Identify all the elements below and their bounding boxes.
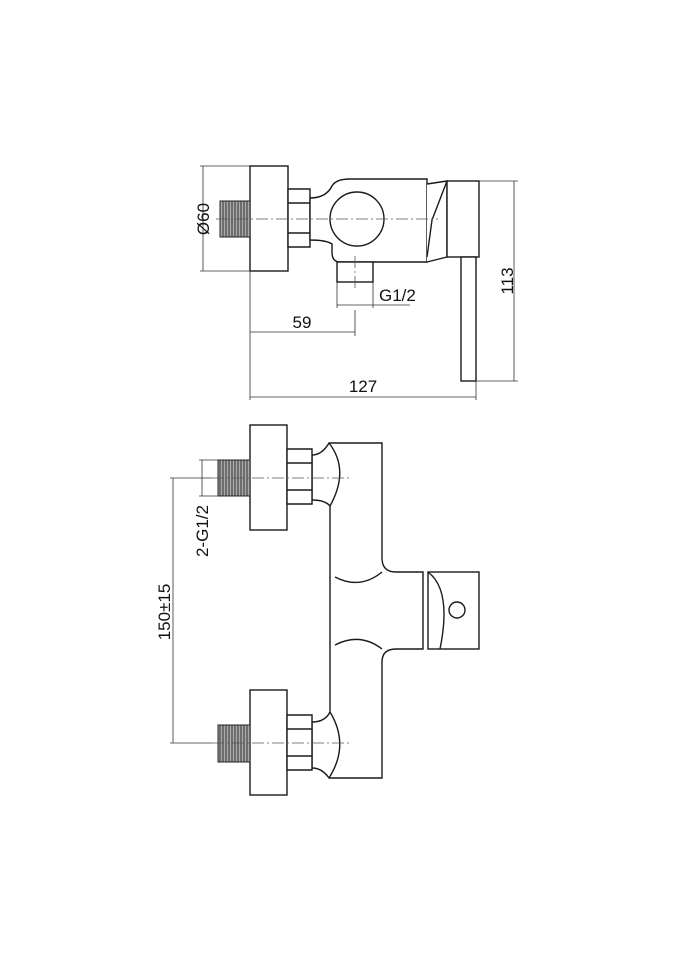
inlet-spacing-dimension: 150±15 xyxy=(155,477,212,744)
front-view: 2-G1/2 150±15 xyxy=(155,424,480,796)
side-view: Ø60 113 G1/2 59 127 xyxy=(194,165,518,400)
outlet-thread-label: G1/2 xyxy=(379,286,416,305)
total-depth-dimension: 127 xyxy=(250,377,477,400)
outlet-offset-label: 59 xyxy=(293,313,312,332)
mixer-body xyxy=(311,442,424,779)
total-depth-label: 127 xyxy=(349,377,377,396)
hex-nut xyxy=(287,188,311,248)
wall-flange xyxy=(249,165,289,272)
handle-screw xyxy=(448,601,466,619)
diameter-label: Ø60 xyxy=(194,203,213,235)
bottom-inlet-thread xyxy=(217,724,251,763)
inlet-thread-dimension: 2-G1/2 xyxy=(193,459,218,557)
outlet-offset-dimension: 59 xyxy=(249,271,356,400)
lever xyxy=(460,256,477,382)
inlet-thread-label: 2-G1/2 xyxy=(193,505,212,557)
top-nut xyxy=(286,448,313,505)
bottom-nut xyxy=(286,714,313,771)
outlet-thread-dimension: G1/2 xyxy=(336,282,416,308)
diameter-dimension: Ø60 xyxy=(194,165,250,272)
handle-collar xyxy=(426,180,448,263)
inlet-spacing-label: 150±15 xyxy=(155,584,174,641)
handle-curve xyxy=(427,571,445,650)
handle-cap xyxy=(446,180,480,258)
height-dimension: 113 xyxy=(476,180,518,382)
body-contour-lines xyxy=(328,442,383,779)
bottom-flange xyxy=(249,689,288,796)
top-flange xyxy=(249,424,288,531)
height-label: 113 xyxy=(498,267,517,294)
